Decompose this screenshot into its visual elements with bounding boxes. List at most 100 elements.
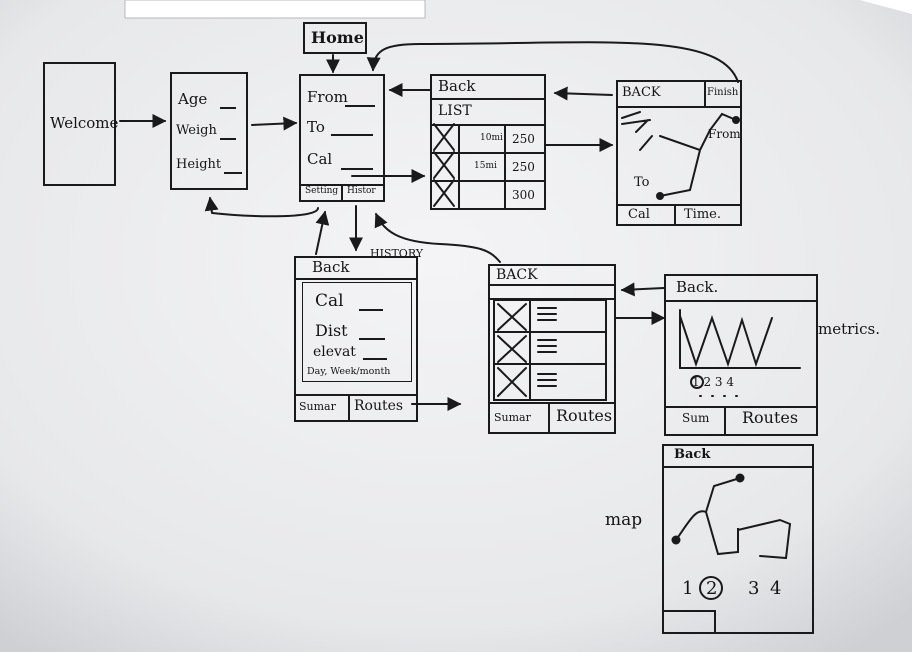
height-label: Height (176, 157, 222, 172)
home-tab-divider (341, 184, 343, 200)
tab-summary[interactable]: Sum (682, 411, 710, 425)
list-col-divider-2 (504, 124, 506, 208)
tab-summary[interactable]: Sumar (299, 400, 336, 413)
history-dist-field (359, 338, 385, 340)
tab-time[interactable]: Time. (684, 207, 721, 222)
age-field[interactable] (220, 107, 236, 109)
list-back-button[interactable]: Back (438, 77, 476, 95)
history-label: HISTORY (370, 247, 424, 260)
history-screen: Back Cal Dist elevat Day, Week/month Sum… (294, 256, 418, 422)
route-map-sketch (621, 111, 737, 197)
history-summary-panel: Cal Dist elevat Day, Week/month (302, 282, 412, 382)
map-route-line (675, 477, 792, 560)
arrow-profile-to-home (251, 116, 298, 131)
map-screen: Back 1 2 3 4 (662, 444, 814, 634)
metrics-header-divider (666, 300, 816, 302)
route-screen: BACK Finish From To Cal Time. (616, 80, 742, 226)
route-to-label: To (634, 175, 650, 190)
list-screen: Back LIST 10mi 250 15mi 250 300 (430, 74, 546, 210)
map-end-point (735, 473, 745, 483)
routes-back-button[interactable]: BACK (496, 267, 538, 283)
weight-label: Weigh (176, 123, 217, 138)
map-footer-tab-edge (714, 610, 716, 632)
list-row-cal: 250 (512, 160, 535, 174)
tab-routes[interactable]: Routes (556, 406, 613, 425)
list-row-2-thumbnail-icon (433, 151, 455, 179)
list-row-1-thumbnail-icon (433, 123, 455, 151)
map-page-3[interactable]: 3 (748, 578, 760, 599)
from-label: From (307, 88, 348, 106)
welcome-label: Welcome (50, 114, 119, 132)
metrics-tab-divider (724, 406, 726, 434)
map-current-page-circle (699, 576, 723, 600)
arrow-settings-to-profile (204, 196, 319, 218)
list-header-divider (432, 98, 544, 100)
map-footer-divider (664, 610, 714, 612)
map-page-1[interactable]: 1 (682, 578, 694, 599)
arrow-metrics-back-to-routes (620, 282, 665, 297)
route-back-button[interactable]: BACK (622, 85, 661, 100)
to-label: To (307, 118, 325, 136)
metrics-side-label: metrics. (818, 320, 880, 338)
list-row-cal: 250 (512, 132, 535, 146)
metrics-back-button[interactable]: Back. (676, 278, 719, 296)
history-back-button[interactable]: Back (312, 258, 350, 276)
routes-row-1-text-lines (537, 307, 557, 321)
age-label: Age (178, 90, 208, 108)
cal-field[interactable] (341, 168, 373, 170)
home-label-box: Home (303, 22, 367, 54)
tab-routes[interactable]: Routes (742, 408, 799, 427)
history-cal-field (359, 309, 383, 311)
map-start-point (671, 535, 681, 545)
cal-label: Cal (307, 150, 333, 168)
tab-history[interactable]: Histor (347, 186, 376, 196)
map-back-button[interactable]: Back (674, 447, 711, 462)
list-title: LIST (438, 103, 472, 119)
weight-field[interactable] (220, 138, 236, 140)
map-side-label: map (605, 510, 643, 530)
map-page-2[interactable]: 2 (706, 578, 718, 599)
list-title-divider (432, 124, 544, 126)
to-field[interactable] (331, 134, 373, 136)
history-tab-divider (348, 394, 350, 420)
history-dist-label: Dist (315, 321, 348, 340)
profile-screen: Age Weigh Height (170, 72, 248, 190)
list-row-divider (432, 152, 544, 154)
route-header-divider (618, 106, 740, 108)
arrow-route-back-to-list (553, 86, 613, 101)
tab-summary[interactable]: Sumar (494, 411, 531, 424)
routes-row-3-thumbnail-icon (497, 367, 527, 397)
metrics-tabbar-divider (666, 406, 816, 408)
routes-row-2-thumbnail-icon (497, 335, 527, 363)
history-tabbar-divider (296, 394, 416, 396)
list-row-3-thumbnail-icon (433, 179, 455, 207)
home-label: Home (311, 28, 364, 47)
routes-tab-divider (548, 402, 550, 432)
map-page-4[interactable]: 4 (770, 578, 782, 599)
route-tab-divider (674, 204, 676, 224)
metrics-line-series (679, 314, 773, 368)
tab-settings[interactable]: Setting (305, 186, 339, 196)
tab-routes[interactable]: Routes (354, 398, 404, 414)
list-col-divider-1 (458, 124, 460, 208)
finish-button[interactable]: Finish (707, 87, 739, 98)
list-row-divider (432, 180, 544, 182)
height-field[interactable] (224, 172, 242, 174)
history-period-selector[interactable]: Day, Week/month (307, 366, 391, 377)
arrow-history-back-to-home (315, 210, 330, 255)
routes-tabbar-divider (490, 402, 614, 404)
routes-list-frame (493, 299, 607, 401)
welcome-screen: Welcome (43, 62, 119, 186)
routes-row-3-text-lines (537, 373, 557, 387)
history-cal-label: Cal (315, 291, 344, 311)
route-from-label: From (708, 127, 741, 141)
route-tabbar-divider (618, 204, 740, 206)
from-field[interactable] (345, 105, 375, 107)
metrics-current-page-circle (690, 375, 704, 389)
tab-cal[interactable]: Cal (628, 207, 650, 222)
routes-row-2-text-lines (537, 339, 557, 353)
map-header-divider (664, 466, 812, 468)
history-header-divider (296, 278, 416, 280)
